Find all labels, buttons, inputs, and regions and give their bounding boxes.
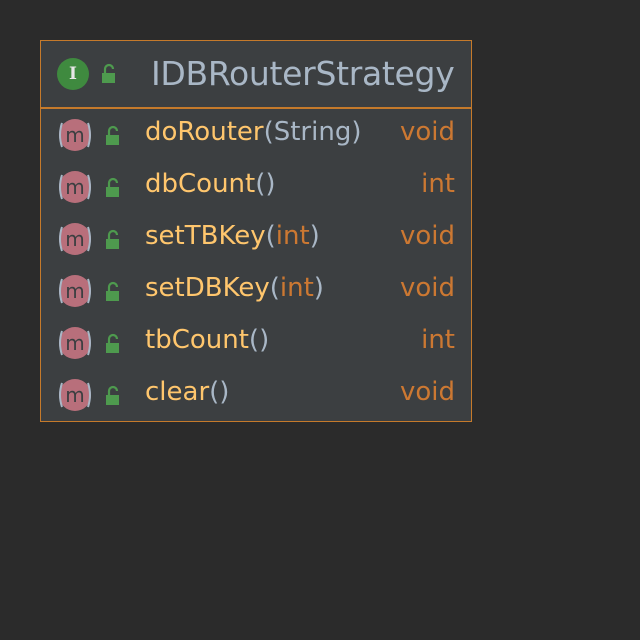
method-name: clear xyxy=(145,377,210,407)
method-icon: m xyxy=(59,275,91,307)
class-name: IDBRouterStrategy xyxy=(151,54,455,93)
open-paren: ( xyxy=(255,169,266,199)
svg-text:m: m xyxy=(65,175,84,199)
method-name: setDBKey xyxy=(145,273,270,303)
return-type: int xyxy=(421,169,455,199)
method-signature: clear() xyxy=(145,377,229,407)
method-signature: setTBKey(int) xyxy=(145,221,320,251)
svg-text:m: m xyxy=(65,279,84,303)
public-unlock-icon xyxy=(106,333,119,353)
open-paren: ( xyxy=(248,325,260,355)
method-parameter: int xyxy=(275,221,310,251)
svg-text:m: m xyxy=(65,383,84,407)
method-signature: dbCount() xyxy=(145,169,276,199)
open-paren: ( xyxy=(265,221,276,251)
method-name: dbCount xyxy=(145,169,256,199)
method-signature: tbCount() xyxy=(145,325,269,355)
return-type: void xyxy=(399,273,455,303)
close-paren: ) xyxy=(259,325,270,355)
close-paren: ) xyxy=(265,169,276,199)
return-type: void xyxy=(399,117,455,147)
method-icon: m xyxy=(59,379,91,411)
public-unlock-icon xyxy=(106,281,119,301)
method-row-tbCount[interactable]: m tbCount() int xyxy=(41,319,471,371)
svg-text:m: m xyxy=(65,227,84,251)
close-paren: ) xyxy=(219,377,230,407)
class-header: I IDBRouterStrategy xyxy=(41,41,471,109)
method-row-clear[interactable]: m clear() void xyxy=(41,371,471,423)
method-row-setDBKey[interactable]: m setDBKey(int) void xyxy=(41,267,471,319)
method-parameter: int xyxy=(279,273,314,303)
method-row-doRouter[interactable]: m doRouter(String) void xyxy=(41,111,471,163)
method-icon: m xyxy=(59,171,91,203)
interface-icon: I xyxy=(57,58,89,90)
close-paren: ) xyxy=(351,117,362,147)
method-parameter: String xyxy=(273,117,352,147)
close-paren: ) xyxy=(309,221,320,251)
public-unlock-icon xyxy=(102,63,115,83)
close-paren: ) xyxy=(313,273,324,303)
method-icon: m xyxy=(59,119,91,151)
svg-text:m: m xyxy=(65,331,84,355)
method-row-dbCount[interactable]: m dbCount() int xyxy=(41,163,471,215)
method-name: setTBKey xyxy=(145,221,266,251)
method-signature: doRouter(String) xyxy=(145,117,361,147)
method-name: doRouter xyxy=(145,117,264,147)
public-unlock-icon xyxy=(106,229,119,249)
return-type: void xyxy=(399,221,455,251)
open-paren: ( xyxy=(209,377,220,407)
public-unlock-icon xyxy=(106,125,119,145)
public-unlock-icon xyxy=(106,385,119,405)
open-paren: ( xyxy=(263,117,274,147)
method-signature: setDBKey(int) xyxy=(145,273,324,303)
return-type: int xyxy=(421,325,455,355)
method-icon: m xyxy=(59,327,91,359)
open-paren: ( xyxy=(269,273,280,303)
method-icon: m xyxy=(59,223,91,255)
method-name: tbCount xyxy=(145,325,249,355)
method-row-setTBKey[interactable]: m setTBKey(int) void xyxy=(41,215,471,267)
svg-text:m: m xyxy=(65,123,84,147)
return-type: void xyxy=(399,377,455,407)
public-unlock-icon xyxy=(106,177,119,197)
